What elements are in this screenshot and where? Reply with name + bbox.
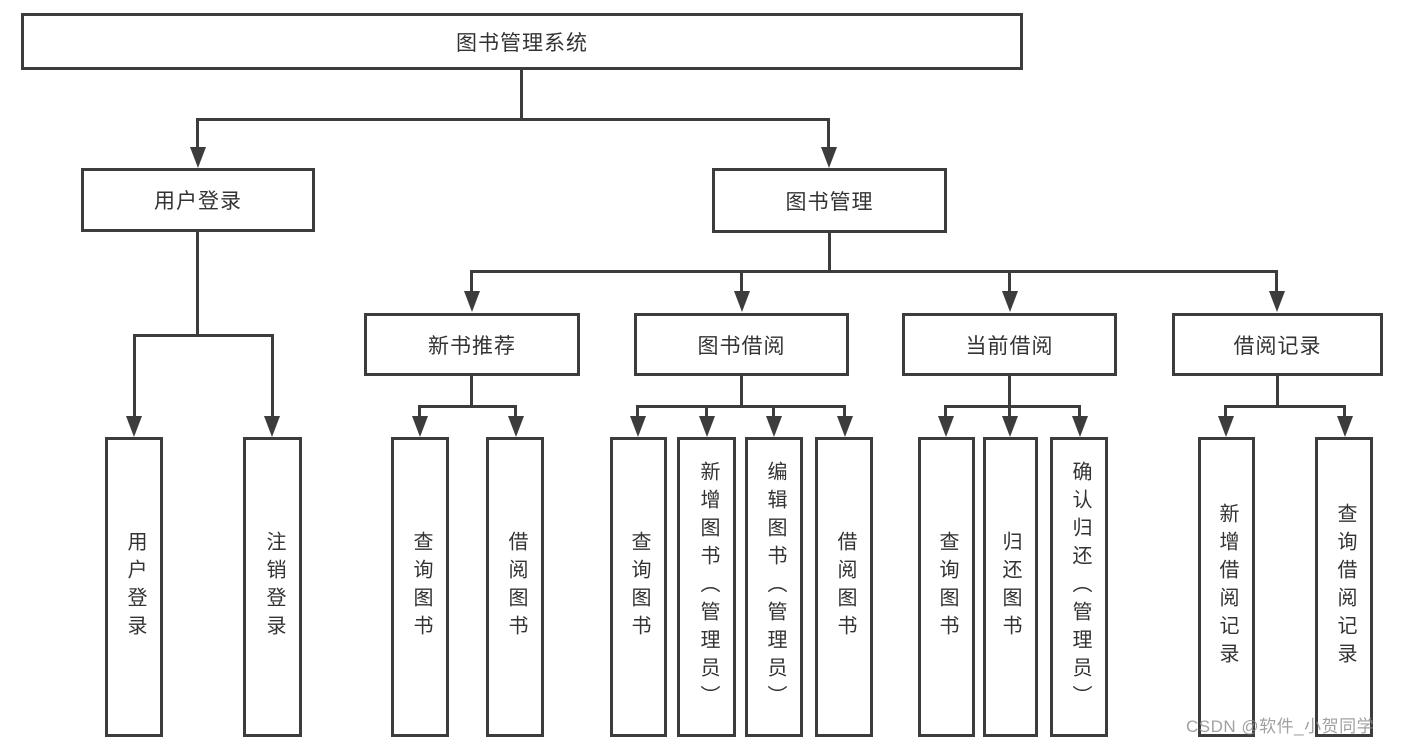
arrow-down-icon [1002, 291, 1018, 312]
node-book-borrow: 图书借阅 [634, 313, 849, 376]
connector-line [944, 405, 947, 418]
connector-line [196, 231, 199, 337]
arrow-down-icon [126, 416, 142, 437]
leaf-logout: 注销登录 [243, 437, 302, 737]
connector-line [196, 118, 830, 121]
leaf-add-borrow-record: 新增借阅记录 [1198, 437, 1255, 737]
arrow-down-icon [766, 416, 782, 437]
connector-line [470, 375, 473, 408]
leaf-query-books-current: 查询图书 [918, 437, 975, 737]
leaf-return-books: 归还图书 [983, 437, 1038, 737]
connector-line [772, 405, 775, 418]
arrow-down-icon [821, 147, 837, 168]
arrow-down-icon [1337, 416, 1353, 437]
leaf-query-books-recommend: 查询图书 [391, 437, 449, 737]
connector-line [1275, 270, 1278, 293]
node-book-management: 图书管理 [712, 168, 947, 233]
connector-line [1008, 270, 1011, 293]
connector-line [1078, 405, 1081, 418]
arrow-down-icon [1269, 291, 1285, 312]
arrow-down-icon [1002, 416, 1018, 437]
node-current-borrow: 当前借阅 [902, 313, 1117, 376]
arrow-down-icon [837, 416, 853, 437]
connector-line [418, 405, 517, 408]
connector-line [1008, 375, 1011, 408]
connector-line [1276, 375, 1279, 408]
watermark-text: CSDN @软件_小贺同学 [1186, 717, 1375, 736]
leaf-edit-book-admin: 编辑图书（管理员） [745, 437, 803, 737]
connector-line [418, 405, 421, 418]
connector-line [470, 270, 1278, 273]
connector-line [843, 405, 846, 418]
leaf-user-login: 用户登录 [105, 437, 163, 737]
node-borrow-records: 借阅记录 [1172, 313, 1383, 376]
arrow-down-icon [264, 416, 280, 437]
connector-line [1224, 405, 1346, 408]
connector-line [636, 405, 846, 408]
leaf-borrow-books-recommend: 借阅图书 [486, 437, 544, 737]
connector-line [944, 405, 1081, 408]
leaf-query-borrow-record: 查询借阅记录 [1315, 437, 1373, 737]
leaf-borrow-books: 借阅图书 [815, 437, 873, 737]
connector-line [271, 334, 274, 418]
connector-line [828, 231, 831, 273]
connector-line [827, 118, 830, 150]
arrow-down-icon [938, 416, 954, 437]
connector-line [740, 270, 743, 293]
connector-line [636, 405, 639, 418]
connector-line [520, 68, 523, 120]
connector-line [740, 375, 743, 408]
arrow-down-icon [734, 291, 750, 312]
connector-line [1343, 405, 1346, 418]
arrow-down-icon [190, 147, 206, 168]
arrow-down-icon [412, 416, 428, 437]
arrow-down-icon [1072, 416, 1088, 437]
arrow-down-icon [630, 416, 646, 437]
arrow-down-icon [508, 416, 524, 437]
connector-line [133, 334, 274, 337]
leaf-add-book-admin: 新增图书（管理员） [677, 437, 736, 737]
connector-line [1224, 405, 1227, 418]
leaf-confirm-return-admin: 确认归还（管理员） [1050, 437, 1108, 737]
arrow-down-icon [1218, 416, 1234, 437]
connector-line [1008, 405, 1011, 418]
leaf-query-books-borrow: 查询图书 [610, 437, 667, 737]
connector-line [705, 405, 708, 418]
connector-line [133, 334, 136, 418]
arrow-down-icon [699, 416, 715, 437]
arrow-down-icon [464, 291, 480, 312]
connector-line [196, 118, 199, 150]
node-user-login: 用户登录 [81, 168, 315, 232]
node-new-book-recommend: 新书推荐 [364, 313, 580, 376]
connector-line [514, 405, 517, 418]
connector-line [470, 270, 473, 293]
node-library-system: 图书管理系统 [21, 13, 1023, 70]
